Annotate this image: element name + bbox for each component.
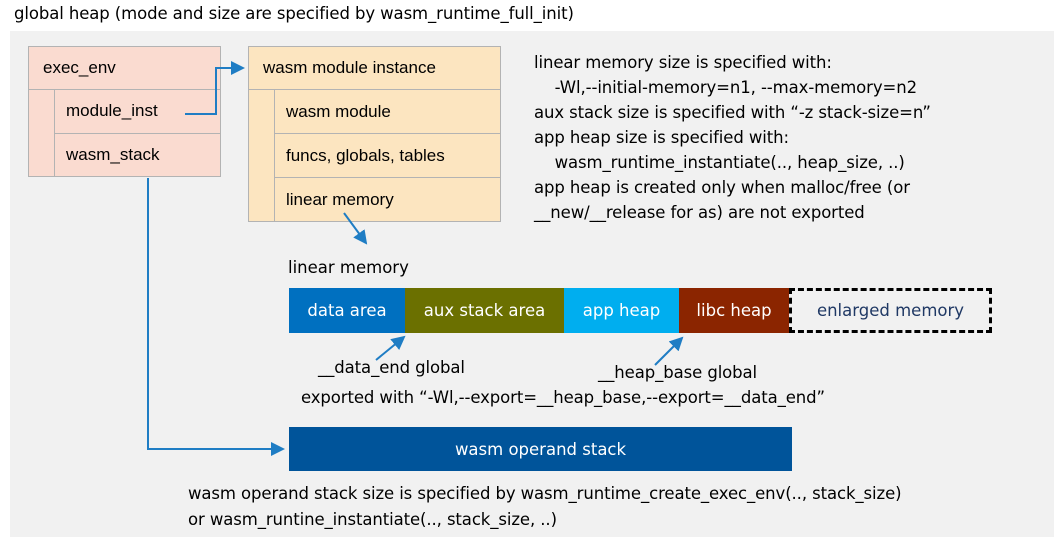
module-instance-header: wasm module instance xyxy=(249,47,500,90)
module-instance-field-wasm-module: wasm module xyxy=(275,90,500,134)
module-instance-rows: wasm module funcs, globals, tables linea… xyxy=(275,90,500,221)
module-instance-gutter xyxy=(249,90,275,221)
exec-env-field-wasm-stack: wasm_stack xyxy=(66,144,160,164)
memory-sizing-notes: linear memory size is specified with: -W… xyxy=(534,53,931,222)
annotation-data-end: __data_end global xyxy=(318,358,465,377)
memory-segment-enlarged-memory: enlarged memory xyxy=(789,288,992,333)
exec-env-gutter xyxy=(29,90,55,176)
module-instance-field-funcs-globals-tables: funcs, globals, tables xyxy=(275,134,500,178)
memory-segment-app-heap: app heap xyxy=(564,288,679,333)
page-title: global heap (mode and size are specified… xyxy=(14,4,574,23)
exec-env-rows: module_inst wasm_stack xyxy=(55,90,220,176)
exec-env-header: exec_env xyxy=(29,47,220,90)
exec-env-body: module_inst wasm_stack xyxy=(29,90,220,176)
module-instance-body: wasm module funcs, globals, tables linea… xyxy=(249,90,500,221)
annotation-exported-with: exported with “-Wl,--export=__heap_base,… xyxy=(301,388,825,407)
memory-segment-aux-stack-area: aux stack area xyxy=(405,288,564,333)
exec-env-field-module-inst: module_inst xyxy=(55,90,220,134)
memory-segment-libc-heap: libc heap xyxy=(679,288,789,333)
operand-stack-note: wasm operand stack size is specified by … xyxy=(188,484,902,529)
wasm-module-instance-box: wasm module instance wasm module funcs, … xyxy=(248,46,501,222)
wasm-operand-stack-bar: wasm operand stack xyxy=(289,427,792,471)
annotation-heap-base: __heap_base global xyxy=(598,363,758,382)
module-instance-field-linear-memory: linear memory xyxy=(286,189,394,209)
linear-memory-label: linear memory xyxy=(288,258,409,277)
memory-segment-data-area: data area xyxy=(289,288,405,333)
exec-env-box: exec_env module_inst wasm_stack xyxy=(28,46,221,177)
